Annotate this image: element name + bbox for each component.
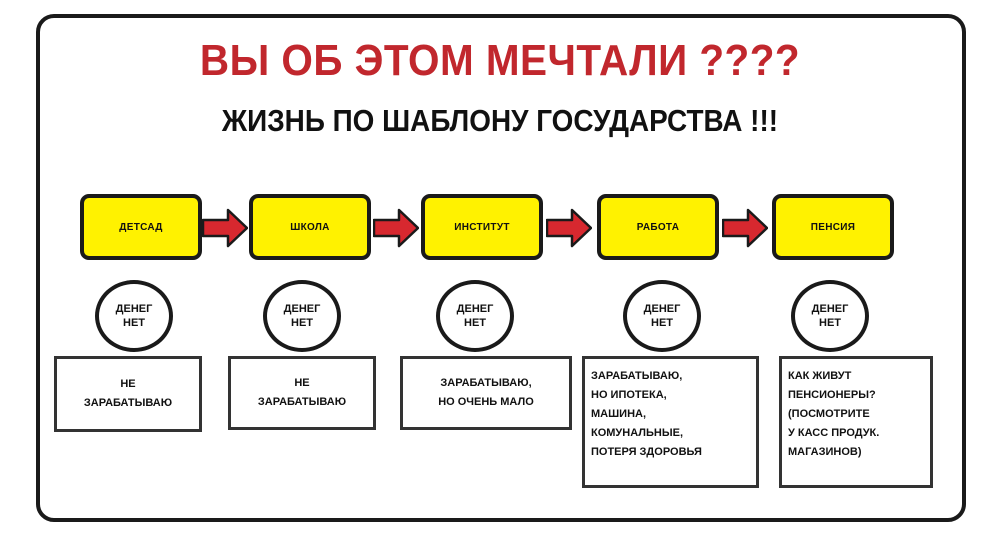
stage-institute: ИНСТИТУТ	[421, 194, 543, 260]
note-line: НО ОЧЕНЬ МАЛО	[438, 396, 534, 408]
circle-line-2: НЕТ	[464, 317, 486, 329]
note-line: ЗАРАБАТЫВАЮ	[257, 396, 347, 408]
note-line: ЗАРАБАТЫВАЮ	[83, 397, 173, 409]
no-money-circle: ДЕНЕГ НЕТ	[791, 280, 869, 352]
note-line: НО ИПОТЕКА,	[591, 389, 667, 401]
note-line: ПЕНСИОНЕРЫ?	[788, 389, 876, 401]
note-line: ЗАРАБАТЫВАЮ,	[440, 377, 532, 389]
stage-school: ШКОЛА	[249, 194, 371, 260]
arrow-right-icon	[722, 208, 768, 248]
stage-pension: ПЕНСИЯ	[772, 194, 894, 260]
arrow-right-icon	[546, 208, 592, 248]
no-money-circle: ДЕНЕГ НЕТ	[436, 280, 514, 352]
no-money-circle: ДЕНЕГ НЕТ	[263, 280, 341, 352]
note-line: НЕ	[120, 378, 136, 390]
note-line: КОМУНАЛЬНЫЕ,	[591, 427, 684, 439]
circle-line-1: ДЕНЕГ	[643, 303, 681, 315]
note-line: НЕ	[294, 377, 310, 389]
stage-note: НЕ ЗАРАБАТЫВАЮ	[228, 356, 376, 430]
note-line: ПОТЕРЯ ЗДОРОВЬЯ	[591, 446, 702, 458]
stage-note: НЕ ЗАРАБАТЫВАЮ	[54, 356, 202, 432]
stage-work: РАБОТА	[597, 194, 719, 260]
circle-line-1: ДЕНЕГ	[456, 303, 494, 315]
circle-line-2: НЕТ	[819, 317, 841, 329]
circle-line-1: ДЕНЕГ	[283, 303, 321, 315]
stage-note: КАК ЖИВУТ ПЕНСИОНЕРЫ? (ПОСМОТРИТЕ У КАСС…	[779, 356, 933, 488]
poster-subtitle: ЖИЗНЬ ПО ШАБЛОНУ ГОСУДАРСТВА !!!	[221, 103, 779, 138]
note-line: У КАСС ПРОДУК.	[788, 427, 880, 439]
note-line: МАГАЗИНОВ)	[788, 446, 862, 458]
note-line: ЗАРАБАТЫВАЮ,	[591, 370, 683, 382]
circle-line-2: НЕТ	[123, 317, 145, 329]
note-line: МАШИНА,	[591, 408, 647, 420]
stage-kindergarten: ДЕТСАД	[80, 194, 202, 260]
circle-line-1: ДЕНЕГ	[811, 303, 849, 315]
stage-note: ЗАРАБАТЫВАЮ, НО ОЧЕНЬ МАЛО	[400, 356, 572, 430]
no-money-circle: ДЕНЕГ НЕТ	[623, 280, 701, 352]
arrow-right-icon	[373, 208, 419, 248]
circle-line-2: НЕТ	[651, 317, 673, 329]
stage-note: ЗАРАБАТЫВАЮ, НО ИПОТЕКА, МАШИНА, КОМУНАЛ…	[582, 356, 759, 488]
note-line: КАК ЖИВУТ	[788, 370, 852, 382]
arrow-right-icon	[202, 208, 248, 248]
circle-line-1: ДЕНЕГ	[115, 303, 153, 315]
poster-title: ВЫ ОБ ЭТОМ МЕЧТАЛИ ????	[199, 36, 801, 85]
note-line: (ПОСМОТРИТЕ	[788, 408, 870, 420]
circle-line-2: НЕТ	[291, 317, 313, 329]
no-money-circle: ДЕНЕГ НЕТ	[95, 280, 173, 352]
